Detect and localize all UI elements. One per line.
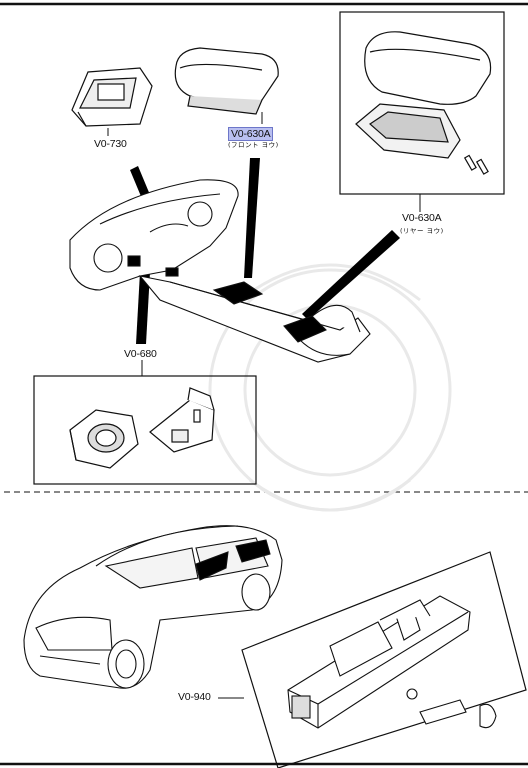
callout-v0-730[interactable]: V0-730 xyxy=(94,138,127,150)
console-tray-drawing xyxy=(71,67,153,127)
watermark-emblem xyxy=(208,263,452,512)
tool-kit-drawing xyxy=(287,595,497,729)
callout-note-front: (フロント ヨウ) xyxy=(228,141,279,149)
callout-v0-940[interactable]: V0-940 xyxy=(178,691,211,703)
tool-kit-box xyxy=(241,551,527,768)
callout-code: V0-730 xyxy=(94,138,127,150)
callout-v0-630a-rear[interactable]: V0-630A xyxy=(402,212,442,224)
callout-code: V0-680 xyxy=(124,348,157,360)
rear-armrest-box xyxy=(339,11,505,195)
callout-code-highlighted: V0-630A xyxy=(228,127,274,141)
callout-note-rear: (リヤー ヨウ) xyxy=(400,227,444,235)
leader-lines-upper xyxy=(107,112,421,376)
pocket-drawing xyxy=(69,387,215,469)
pocket-box xyxy=(33,375,257,485)
rear-armrest-lid-drawing xyxy=(355,31,492,175)
car-drawing xyxy=(23,525,283,689)
callout-code: V0-940 xyxy=(178,691,211,703)
callout-code: V0-630A xyxy=(402,212,442,224)
front-armrest-lid-drawing xyxy=(174,47,279,115)
interior-dashboard-drawing xyxy=(69,179,371,363)
callout-v0-630a-front[interactable]: V0-630A xyxy=(228,124,274,142)
callout-v0-680[interactable]: V0-680 xyxy=(124,348,157,360)
